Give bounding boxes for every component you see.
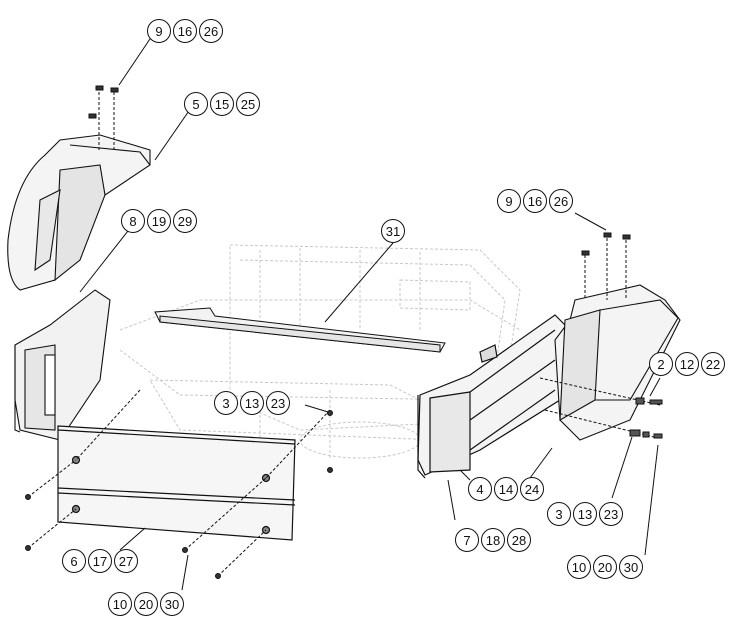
right-fender-bolts [539,377,663,439]
callout-balloon: 20 [134,592,158,616]
callout-balloon: 14 [494,477,518,501]
callout-balloon: 3 [214,391,238,415]
callout-6-17-27: 6 17 27 [62,549,138,573]
callout-3-13-23-center: 3 13 23 [214,391,290,415]
callout-balloon: 16 [523,189,547,213]
callout-9-16-26-right: 9 16 26 [497,189,573,213]
right-bumper-part [417,314,566,479]
right-fender-screws [581,232,631,300]
callout-8-19-29: 8 19 29 [121,209,197,233]
callout-balloon: 22 [701,352,725,376]
center-bar-part [154,307,446,353]
callout-balloon: 24 [520,477,544,501]
callout-balloon: 30 [619,555,643,579]
callout-7-18-28: 7 18 28 [455,528,531,552]
callout-balloon: 20 [593,555,617,579]
callout-balloon: 28 [507,528,531,552]
callout-balloon: 29 [173,209,197,233]
callout-balloon: 26 [549,189,573,213]
left-end-cap-part [14,289,111,441]
callout-balloon: 27 [114,549,138,573]
callout-balloon: 4 [468,477,492,501]
callout-balloon: 7 [455,528,479,552]
callout-balloon: 9 [497,189,521,213]
callout-balloon: 15 [210,92,234,116]
callout-balloon: 10 [567,555,591,579]
callout-balloon: 5 [184,92,208,116]
callout-balloon: 6 [62,549,86,573]
callout-balloon: 23 [266,391,290,415]
callout-4-14-24: 4 14 24 [468,477,544,501]
callout-balloon: 12 [675,352,699,376]
callout-balloon: 2 [649,352,673,376]
callout-9-16-26-top: 9 16 26 [147,19,223,43]
callout-10-20-30-bottom: 10 20 30 [108,592,184,616]
callout-3-13-23-right: 3 13 23 [547,502,623,526]
callout-balloon: 10 [108,592,132,616]
callout-5-15-25: 5 15 25 [184,92,260,116]
callout-balloon: 13 [240,391,264,415]
callout-balloon: 25 [236,92,260,116]
left-fender-screws [88,85,119,150]
callout-31: 31 [381,219,405,243]
callout-balloon: 13 [573,502,597,526]
callout-balloon: 26 [199,19,223,43]
callout-balloon: 18 [481,528,505,552]
callout-balloon: 30 [160,592,184,616]
callout-10-20-30-right: 10 20 30 [567,555,643,579]
callout-balloon: 9 [147,19,171,43]
rail-bolts [25,389,333,579]
left-fender-part [7,134,151,291]
callout-balloon: 19 [147,209,171,233]
callout-balloon: 17 [88,549,112,573]
callout-2-12-22: 2 12 22 [649,352,725,376]
callout-balloon: 8 [121,209,145,233]
right-fender-part [554,284,681,441]
callout-balloon: 16 [173,19,197,43]
callout-balloon: 31 [381,219,405,243]
callout-balloon: 23 [599,502,623,526]
callout-balloon: 3 [547,502,571,526]
rear-rail-part [57,425,296,541]
